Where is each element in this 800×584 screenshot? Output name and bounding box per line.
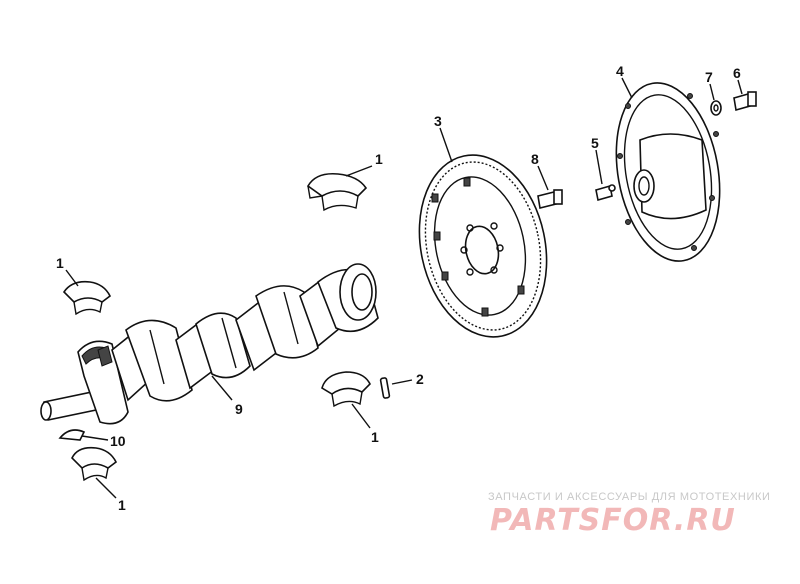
bearing-shell-upper[interactable] [306,172,368,212]
bearing-shell-bottom-left[interactable] [71,446,118,482]
fitting[interactable] [595,184,616,202]
drive-plate[interactable] [603,75,733,270]
callout-key: 10 [110,433,126,449]
callout-bearing-bottom-left: 1 [118,497,126,513]
drive-plate-bolt[interactable] [733,91,757,112]
flywheel-bolt[interactable] [537,189,563,209]
woodruff-key[interactable] [58,429,86,441]
callout-bolt-flywheel: 8 [531,151,539,167]
callout-bearing-upper-main: 1 [375,151,383,167]
callout-fitting: 5 [591,135,599,151]
callout-dowel-pin: 2 [416,371,424,387]
watermark: ЗАПЧАСТИ И АКСЕССУАРЫ ДЛЯ МОТОТЕХНИКИ PA… [488,491,770,538]
bearing-shell-lower-mid[interactable] [321,371,371,408]
callout-bolt-right: 6 [733,65,741,81]
watermark-caption: ЗАПЧАСТИ И АКСЕССУАРЫ ДЛЯ МОТОТЕХНИКИ [488,491,770,503]
washer[interactable] [710,100,722,116]
flywheel[interactable] [403,143,563,349]
dowel-pin[interactable] [379,377,391,399]
callout-drive-plate: 4 [616,63,624,79]
leader-lines [65,77,743,499]
callout-bearing-lower-mid: 1 [371,429,379,445]
callout-bearing-left: 1 [56,255,64,271]
callout-crankshaft: 9 [235,401,243,417]
watermark-logo: PARTSFOR.RU [490,503,736,538]
callout-washer: 7 [705,69,713,85]
callout-flywheel: 3 [434,113,442,129]
crankshaft[interactable] [40,263,379,425]
bearing-shell-left[interactable] [62,280,112,316]
